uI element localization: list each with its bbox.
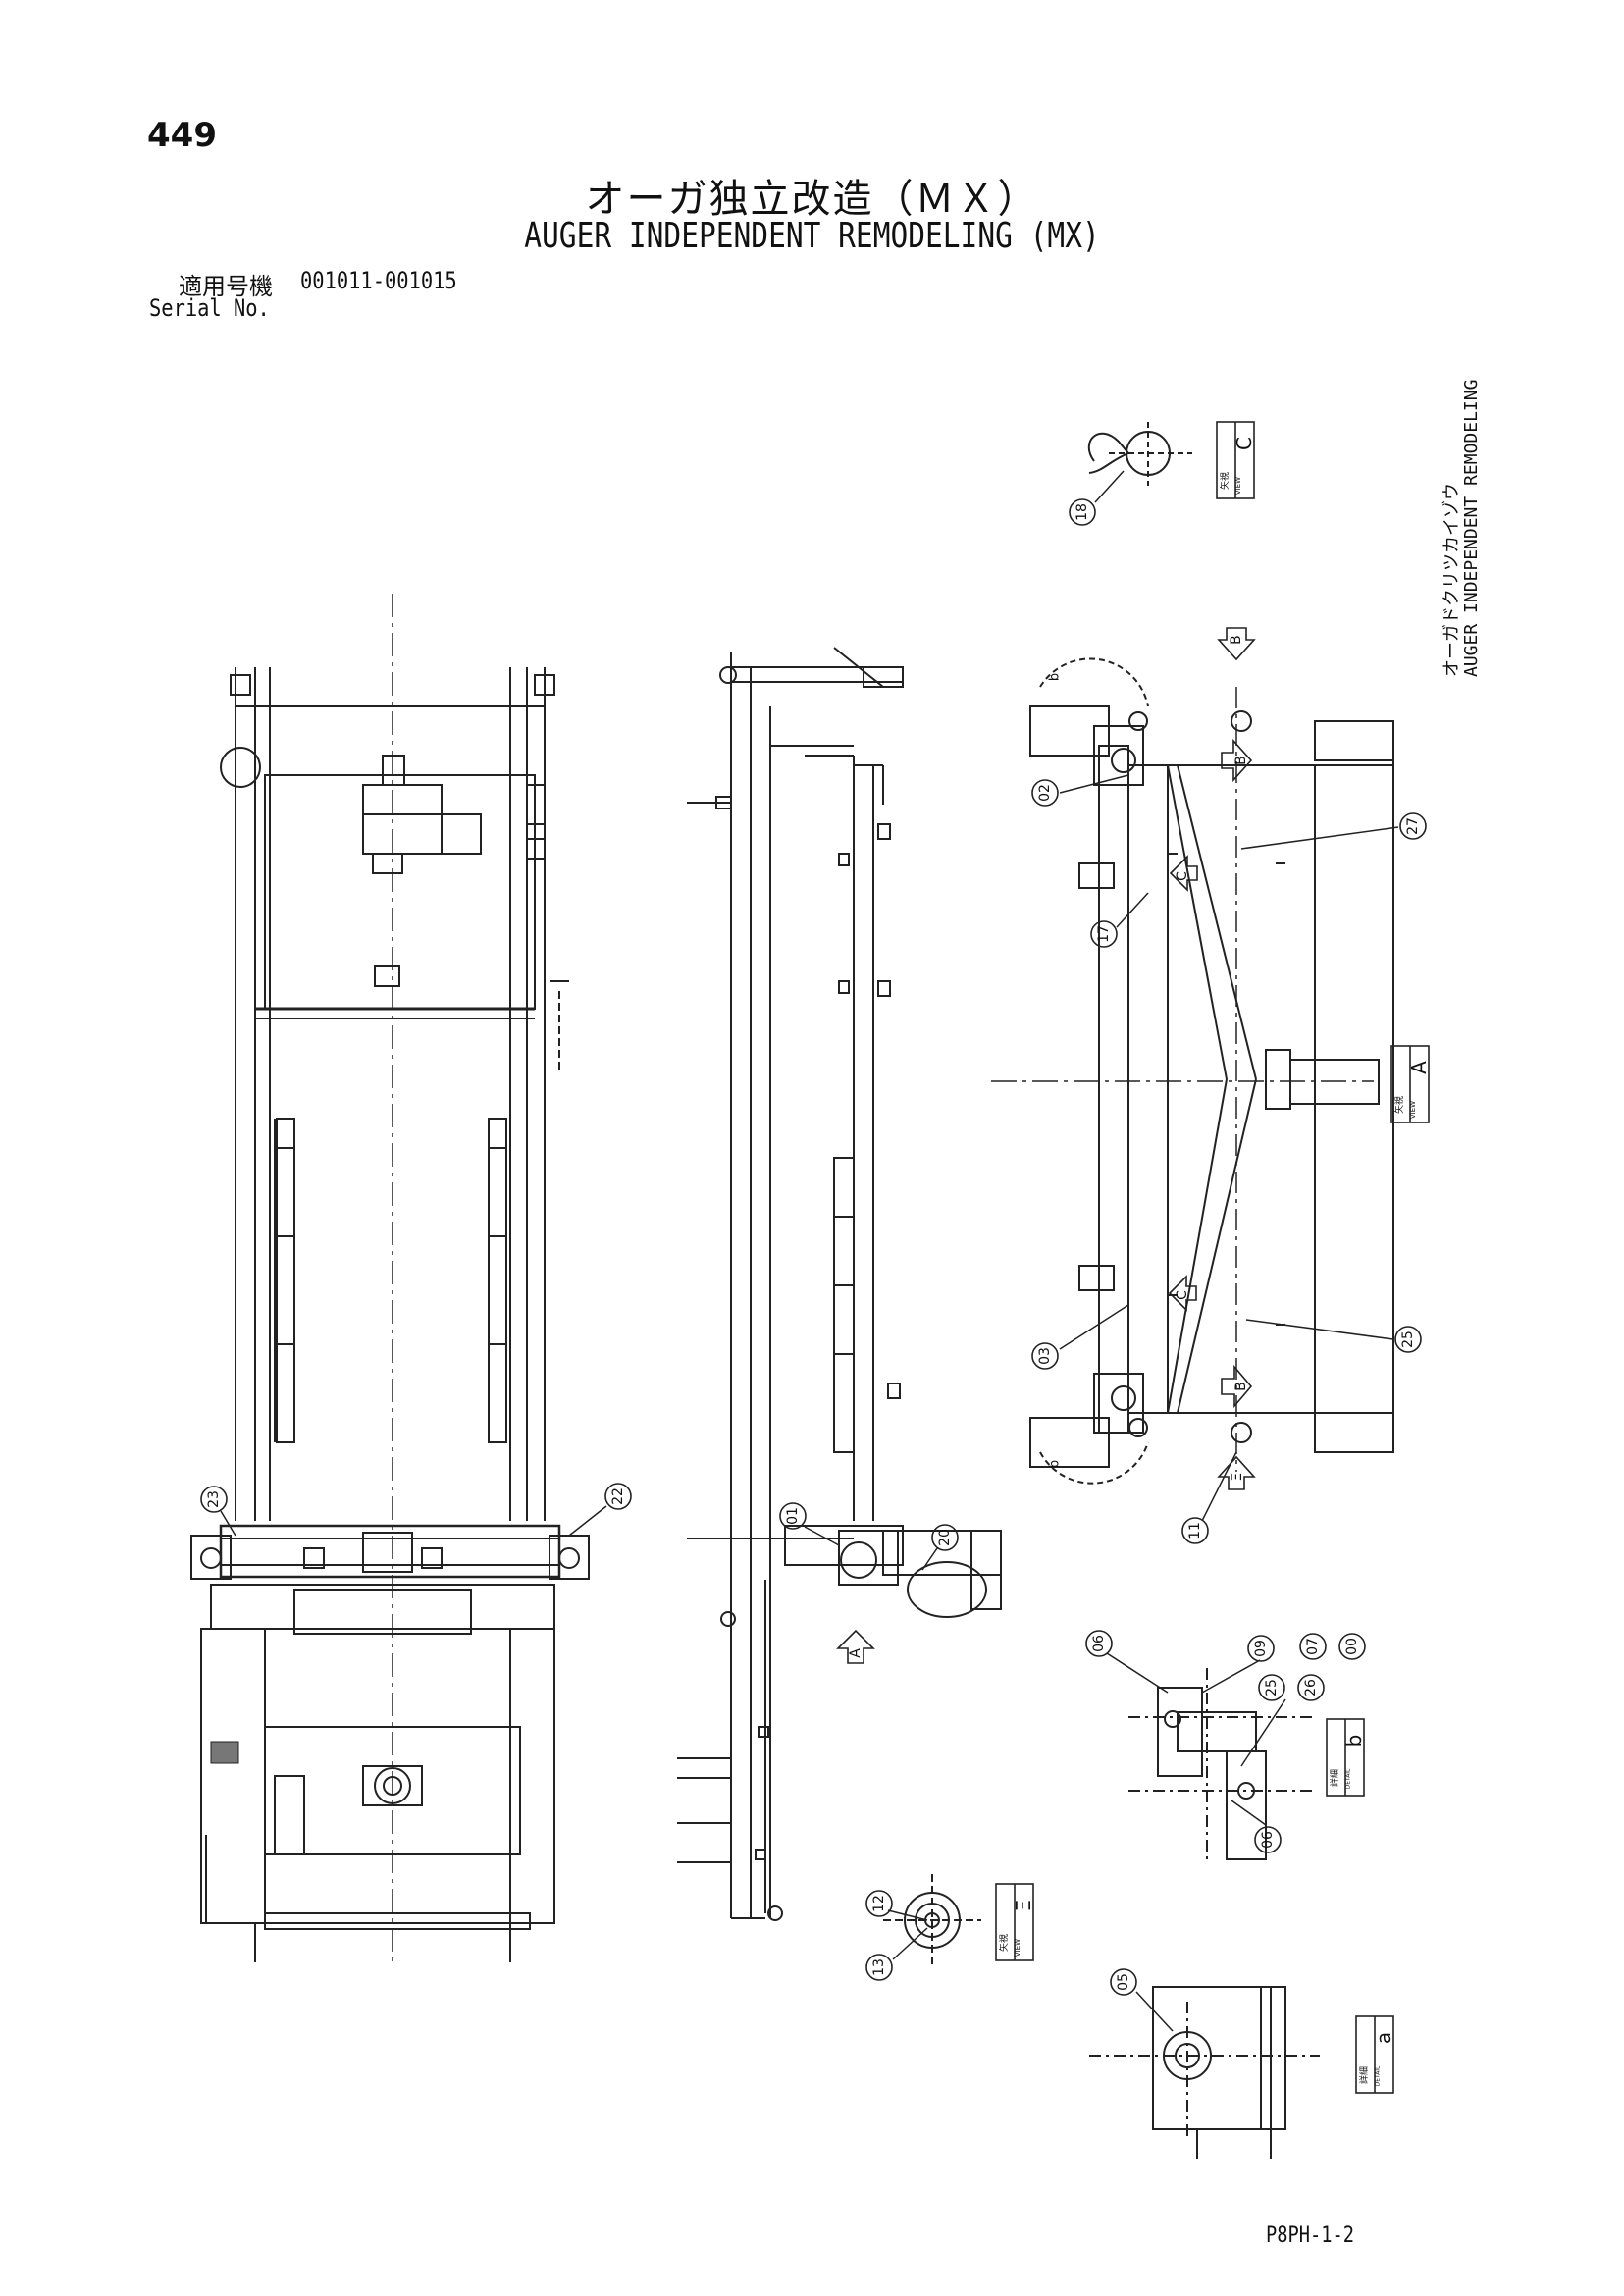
callout-balloon-03 (1031, 1342, 1059, 1370)
callout-balloon-17 (1090, 920, 1118, 948)
view-e-en: VIEW (1014, 1939, 1022, 1957)
callout-23: 23 (206, 1490, 222, 1508)
callout-17: 17 (1096, 925, 1112, 943)
detail-a-en: DETAIL (1375, 2065, 1382, 2086)
callout-balloon-13 (865, 1954, 893, 1981)
pin-detail-view-c (1087, 422, 1192, 486)
view-c-en: VIEW (1234, 477, 1242, 495)
callout-06-lower: 06 (1260, 1831, 1276, 1849)
callout-18: 18 (1074, 503, 1090, 521)
callout-balloon-27 (1399, 812, 1427, 840)
arrow-label-b-upper: B (1233, 756, 1249, 765)
callout-balloon-22 (604, 1483, 632, 1510)
marker-b-upper: b (1048, 673, 1063, 681)
callout-balloon-07 (1299, 1633, 1327, 1660)
page-number: 449 (147, 116, 217, 155)
leader-lines (220, 470, 1399, 2032)
boss-detail-view (883, 1874, 981, 1967)
callout-balloon-25 (1394, 1326, 1422, 1353)
frame-side-view (677, 647, 1002, 1921)
serial-number-range: 001011-001015 (300, 267, 457, 294)
callout-27: 27 (1405, 817, 1421, 835)
view-e-letter: Ξ (1012, 1900, 1035, 1912)
callout-balloon-26 (1297, 1674, 1325, 1701)
callout-20: 20 (937, 1529, 953, 1546)
callout-02: 02 (1037, 784, 1053, 802)
view-a-jp: 矢視 (1393, 1096, 1405, 1114)
view-c-jp: 矢視 (1219, 472, 1231, 490)
detail-a-jp: 詳細 (1358, 2066, 1370, 2084)
marker-b-lower: b (1048, 1460, 1063, 1468)
callout-balloon-11 (1181, 1517, 1209, 1544)
callout-25: 25 (1400, 1331, 1416, 1348)
direction-arrows (836, 627, 1256, 1664)
callout-balloon-09 (1247, 1635, 1275, 1662)
callout-balloon-06b (1254, 1826, 1282, 1853)
arrow-label-c-upper: C (1175, 871, 1190, 881)
callout-05: 05 (1116, 1973, 1131, 1991)
callout-balloon-05 (1110, 1968, 1137, 1996)
callout-balloon-25b (1258, 1674, 1285, 1701)
callout-balloon-00 (1338, 1633, 1366, 1660)
serial-label-japanese: 適用号機 (179, 273, 273, 300)
callout-07: 07 (1305, 1638, 1321, 1655)
page-code: P8PH-1-2 (1266, 2223, 1355, 2248)
callout-09: 09 (1253, 1640, 1269, 1657)
callout-balloon-12 (865, 1890, 893, 1917)
frame-top-view (190, 594, 590, 1962)
view-e-jp: 矢視 (998, 1934, 1010, 1952)
view-a-letter: A (1407, 1061, 1431, 1074)
arrow-label-c-lower: C (1175, 1290, 1190, 1300)
callout-balloon-23 (200, 1486, 228, 1513)
callout-12: 12 (871, 1895, 887, 1912)
arrow-label-e-bottom: Ξ (1230, 1473, 1245, 1482)
callout-22: 22 (610, 1487, 626, 1505)
callout-11: 11 (1187, 1522, 1203, 1539)
detail-a-letter: a (1372, 2032, 1395, 2044)
detail-b-jp: 詳細 (1329, 1769, 1340, 1787)
detail-b-en: DETAIL (1345, 1768, 1352, 1789)
callout-balloon-02 (1031, 779, 1059, 807)
title-japanese: オーガ独立改造（ＭＸ） (585, 177, 1039, 222)
arrow-label-a: A (848, 1648, 864, 1658)
bracket-detail-b (1128, 1668, 1315, 1864)
assembly-main-view (991, 657, 1394, 1485)
callout-25-detail: 25 (1264, 1679, 1280, 1696)
callout-26: 26 (1303, 1679, 1319, 1696)
view-label-boxes (995, 421, 1430, 2094)
callout-03: 03 (1037, 1347, 1053, 1365)
callout-06-upper: 06 (1091, 1635, 1107, 1652)
callout-13: 13 (871, 1958, 887, 1976)
gearbox-detail-a (1089, 1986, 1320, 2159)
serial-label-english: Serial No. (149, 294, 270, 322)
callout-balloon-06a (1085, 1630, 1113, 1657)
arrow-label-b-lower: B (1233, 1382, 1249, 1391)
title-english: AUGER INDEPENDENT REMODELING (MX) (524, 216, 1100, 256)
callout-00: 00 (1344, 1638, 1360, 1655)
callout-balloon-20 (931, 1524, 959, 1551)
view-a-en: VIEW (1409, 1101, 1417, 1119)
arrow-label-b-top: B (1229, 635, 1244, 645)
view-c-letter: C (1232, 437, 1256, 450)
detail-b-letter: b (1342, 1735, 1366, 1748)
callout-balloon-18 (1069, 498, 1096, 526)
callout-balloon-01 (779, 1502, 807, 1530)
callout-01: 01 (785, 1507, 801, 1525)
